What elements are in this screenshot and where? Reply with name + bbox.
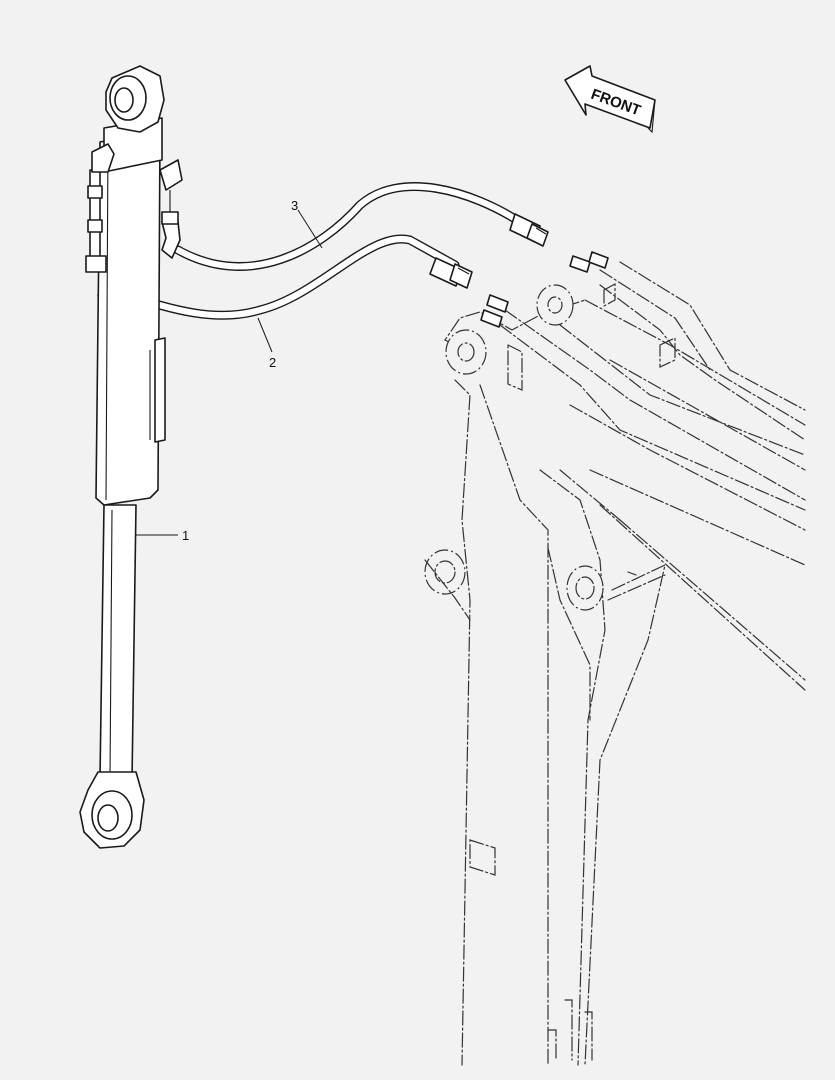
hydraulic-cylinder — [79, 65, 183, 849]
callout-3-label: 3 — [291, 198, 298, 213]
callout-2-label: 2 — [269, 355, 276, 370]
callout-1-label: 1 — [182, 528, 189, 543]
callout-1: 1 — [136, 528, 189, 543]
callout-3: 3 — [291, 198, 323, 249]
callout-2: 2 — [257, 317, 276, 370]
front-direction-arrow: FRONT — [564, 65, 656, 134]
boom-outline — [424, 261, 806, 1066]
hose-upper — [161, 182, 549, 271]
boom-fittings — [480, 251, 609, 328]
